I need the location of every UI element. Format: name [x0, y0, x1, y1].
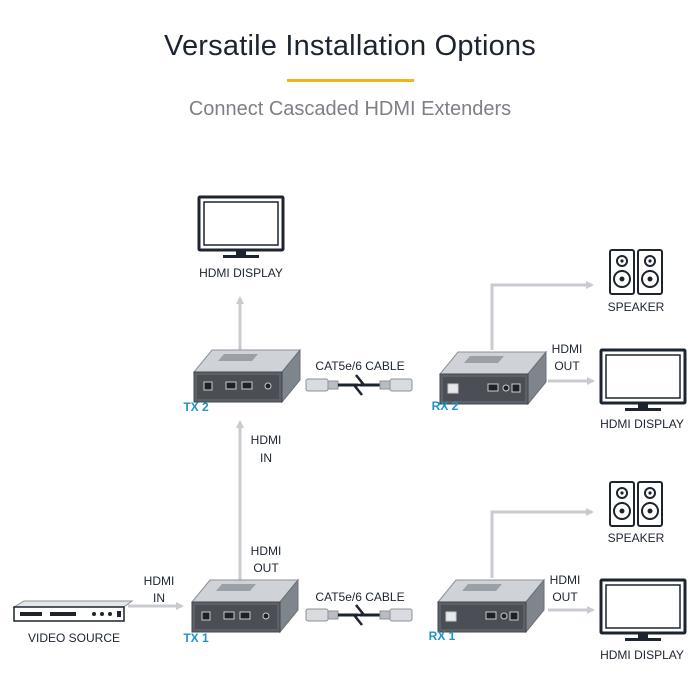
arrow-rx1-to-speaker: [490, 508, 594, 578]
arrow-rx2-to-speaker: [490, 281, 594, 350]
tx1-label: TX 1: [183, 631, 209, 645]
page-title: Versatile Installation Options: [164, 30, 536, 62]
hdmi-out-rx2-line1: HDMI: [552, 342, 583, 356]
hdmi-out-rx1-line1: HDMI: [550, 573, 581, 587]
rj45-cable-icon: [304, 603, 414, 627]
video-source-label: VIDEO SOURCE: [28, 631, 120, 645]
rx2-label: RX 2: [432, 399, 459, 413]
hdmi-in-tx2-line2: IN: [260, 451, 272, 465]
rx1-extender: [437, 579, 545, 633]
cable-bottom-label: CAT5e/6 CABLE: [315, 590, 404, 604]
hdmi-in-src-line1: HDMI: [144, 574, 175, 588]
rx1-label: RX 1: [429, 629, 456, 643]
monitor-icon: [599, 348, 687, 413]
hdmi-out-tx1-line1: HDMI: [251, 544, 282, 558]
tx2-extender: [193, 349, 301, 403]
hdmi-display-rx1-label: HDMI DISPLAY: [600, 648, 684, 662]
page-subtitle: Connect Cascaded HDMI Extenders: [188, 98, 512, 120]
tx1-extender: [191, 579, 299, 633]
monitor-icon: [599, 578, 687, 643]
speaker-icon: [609, 481, 663, 527]
tx2-label: TX 2: [183, 400, 209, 414]
extender-box-icon: [191, 579, 299, 633]
hdmi-out-rx1-line2: OUT: [552, 590, 578, 604]
rx2-extender: [439, 351, 547, 405]
rj45-cable-icon: [304, 373, 414, 397]
speaker-bottom-label: SPEAKER: [608, 531, 665, 545]
extender-box-icon: [437, 579, 545, 633]
hdmi-in-src-line2: IN: [153, 591, 165, 605]
speaker-icon: [609, 249, 663, 295]
title-underline: [287, 79, 414, 82]
speaker-top-label: SPEAKER: [608, 300, 665, 314]
extender-box-icon: [439, 351, 547, 405]
arrows: [128, 281, 595, 614]
hdmi-display-top-label: HDMI DISPLAY: [199, 266, 283, 280]
hdmi-display-rx2-label: HDMI DISPLAY: [600, 417, 684, 431]
media-player-icon: [13, 600, 133, 622]
monitor-icon: [197, 195, 285, 260]
hdmi-out-tx1-line2: OUT: [253, 561, 279, 575]
hdmi-in-tx2-line1: HDMI: [251, 433, 282, 447]
hdmi-out-rx2-line2: OUT: [554, 359, 580, 373]
cable-top-label: CAT5e/6 CABLE: [315, 359, 404, 373]
extender-box-icon: [193, 349, 301, 403]
